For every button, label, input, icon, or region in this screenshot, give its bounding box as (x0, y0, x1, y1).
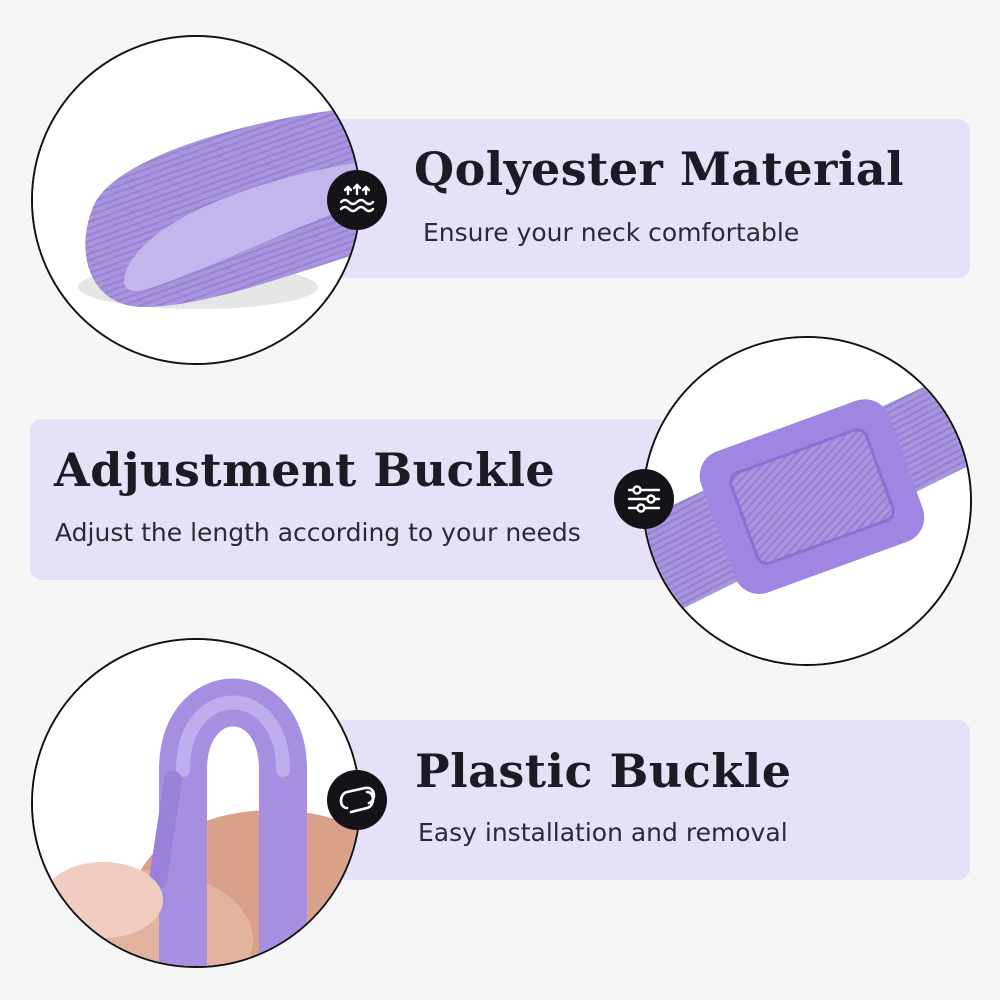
feature-subtitle-1: Ensure your neck comfortable (423, 218, 800, 247)
strap-loop-photo (31, 35, 361, 365)
feature-band-1 (330, 119, 970, 278)
hook-link-icon (327, 770, 387, 830)
feature-title-3: Plastic Buckle (415, 744, 792, 798)
adjustment-buckle-photo (642, 336, 972, 666)
feature-band-2 (30, 419, 670, 580)
plastic-buckle-photo (31, 638, 361, 968)
feature-title-2: Adjustment Buckle (54, 443, 556, 497)
feature-band-3 (330, 720, 970, 880)
waves-arrows-icon (327, 170, 387, 230)
feature-subtitle-3: Easy installation and removal (418, 818, 788, 847)
sliders-icon (614, 469, 674, 529)
feature-subtitle-2: Adjust the length according to your need… (55, 518, 581, 547)
feature-title-1: Qolyester Material (414, 142, 905, 196)
